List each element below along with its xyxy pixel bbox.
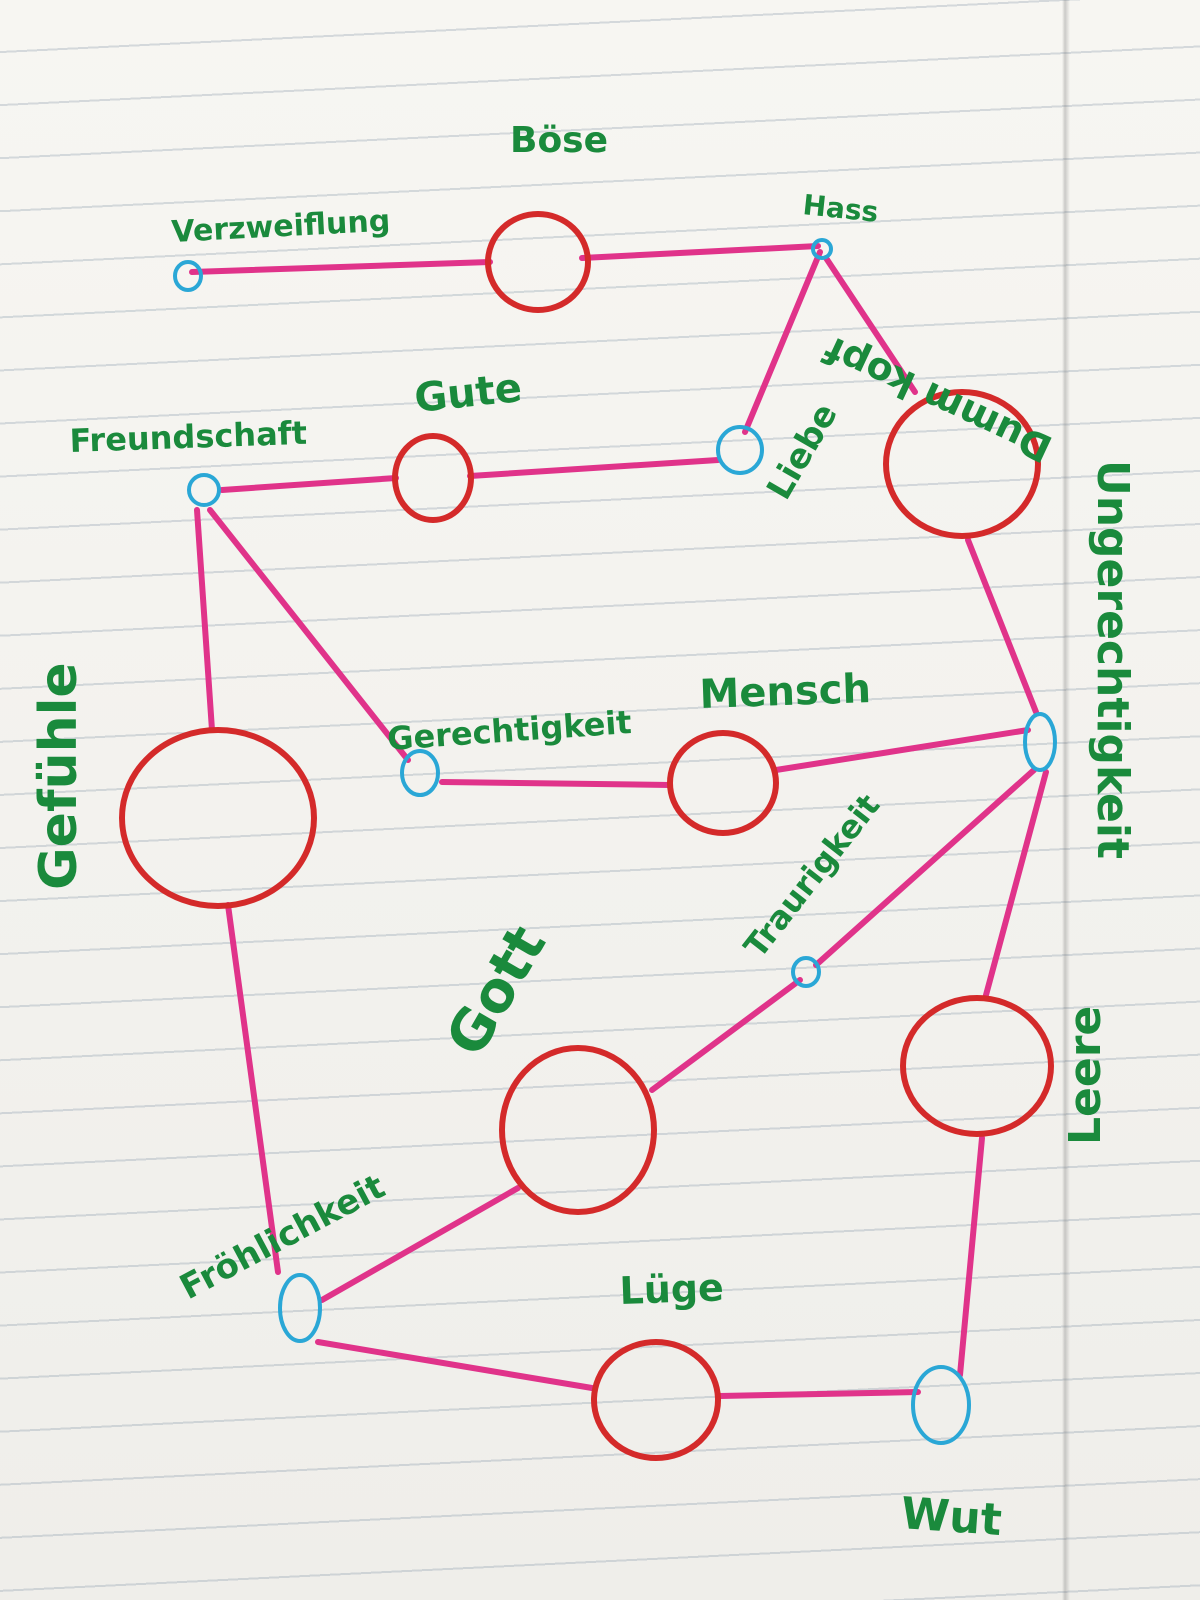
node-freundschaft [187,473,221,507]
label-gerechtigkeit: Gerechtigkeit [386,703,633,758]
label-gefuehle: Gefühle [29,662,89,890]
node-traurigkeit [791,956,821,988]
label-wut: Wut [899,1488,1003,1546]
labels: Böse Verzweiflung Hass Dumm kopf Gute Fr… [29,120,1138,1546]
label-verzweiflung: Verzweiflung [171,204,391,250]
hub-circle-mensch [667,730,779,836]
label-liebe: Liebe [759,397,846,507]
label-luege: Lüge [619,1265,725,1313]
edges [189,243,1049,1399]
node-gerechtigkeit [400,749,440,797]
label-traurigkeit: Traurigkeit [736,787,887,965]
edge-verzweiflung-boese [189,259,493,275]
edge-boese-hass [579,243,821,261]
node-wut [911,1365,971,1445]
label-hass: Hass [801,188,880,229]
edge-dumm-ungerechtigkeit [965,537,1039,715]
hub-circle-dumm [883,389,1041,539]
node-hass [811,238,833,260]
node-liebe [716,425,764,475]
hub-circle-leere [900,995,1054,1137]
edge-ungerechtigkeit-traurigkeit [813,767,1037,968]
edge-traurigkeit-gott [649,977,803,1093]
label-dumm: Dumm kopf [817,327,1058,471]
edge-hass-liebe [742,249,823,435]
label-ungerechtigkeit: Ungerechtigkeit [1087,460,1138,859]
hub-circles [119,211,1054,1461]
node-ungerechtigkeit [1023,712,1057,772]
concept-nodes [173,238,1057,1445]
edge-leere-wut [957,1135,985,1378]
label-leere: Leere [1060,1006,1111,1145]
edge-freundschaft-gute [219,475,399,493]
hub-circle-luege [591,1339,721,1461]
edge-hass-dumm [823,255,918,395]
label-boese: Böse [510,120,608,161]
edge-gott-froehlichkeit [319,1185,521,1303]
label-gott: Gott [434,915,559,1067]
label-freundschaft: Freundschaft [69,414,308,460]
hub-circle-gute [392,433,474,523]
edge-luege-wut [717,1389,921,1399]
edge-froehlichkeit-luege [315,1339,595,1391]
label-mensch: Mensch [699,666,872,718]
label-gute: Gute [412,365,524,422]
edge-gerechtigkeit-mensch [439,779,673,788]
edge-freundschaft-gerechtigkeit [207,507,411,763]
node-froehlichkeit [278,1273,322,1343]
edge-gefuehle-froehlichkeit [225,902,281,1275]
edge-mensch-ungerechtigkeit [773,727,1031,773]
hub-circle-boese [485,211,591,313]
hub-circle-gefuehle [119,727,317,909]
edge-freundschaft-gefuehle [194,507,215,733]
edge-ungerechtigkeit-leere [983,769,1049,998]
node-verzweiflung [173,260,203,292]
hub-circle-gott [499,1045,657,1215]
edge-gute-liebe [467,457,721,479]
